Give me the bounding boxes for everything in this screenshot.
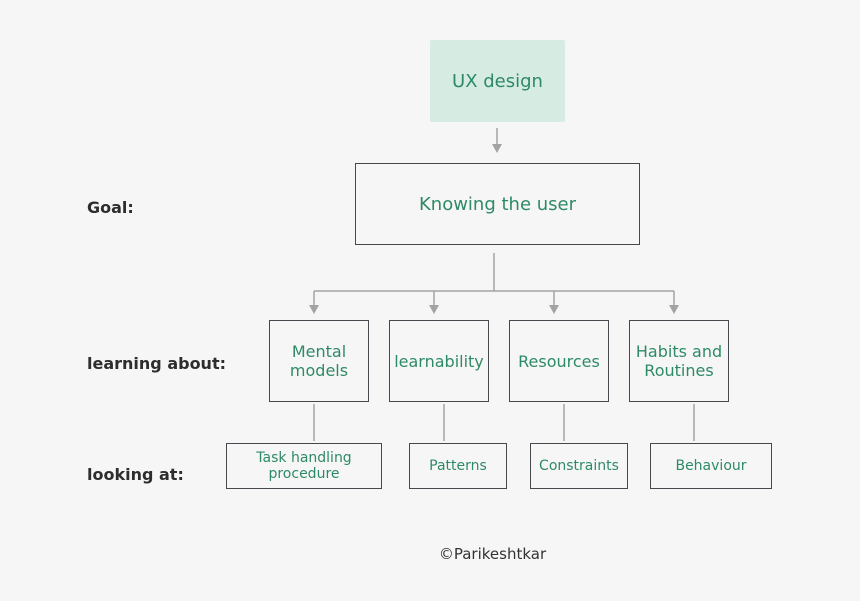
looking-node-constraints: Constraints: [530, 443, 628, 489]
looking-node-behaviour: Behaviour: [650, 443, 772, 489]
goal-row-label: Goal:: [87, 198, 134, 217]
learning-node-label: learnability: [394, 351, 484, 371]
learning-node-label: Mental models: [289, 342, 349, 380]
learning-node-label: Habits and Routines: [635, 342, 723, 380]
looking-node-label: Behaviour: [675, 458, 747, 474]
arrowhead-2: [429, 305, 439, 314]
learning-node-habits-and-routines: Habits and Routines: [629, 320, 729, 402]
looking-node-patterns: Patterns: [409, 443, 507, 489]
arrowhead-goal: [492, 144, 502, 153]
goal-node: Knowing the user: [355, 163, 640, 245]
looking-node-label: Constraints: [539, 458, 619, 474]
arrowhead-4: [669, 305, 679, 314]
learning-node-learnability: learnability: [389, 320, 489, 402]
root-node-label: UX design: [452, 70, 543, 92]
root-node: UX design: [430, 40, 565, 122]
learning-row-label: learning about:: [87, 354, 226, 373]
arrowhead-1: [309, 305, 319, 314]
goal-node-label: Knowing the user: [418, 193, 577, 215]
learning-node-resources: Resources: [509, 320, 609, 402]
arrowhead-3: [549, 305, 559, 314]
learning-node-mental-models: Mental models: [269, 320, 369, 402]
looking-row-label: looking at:: [87, 465, 184, 484]
looking-node-label: Patterns: [429, 458, 487, 474]
copyright-notice: ©Parikeshtkar: [438, 545, 547, 563]
learning-node-label: Resources: [518, 351, 600, 371]
looking-node-task-handling: Task handling procedure: [226, 443, 382, 489]
looking-node-label: Task handling procedure: [256, 450, 352, 482]
